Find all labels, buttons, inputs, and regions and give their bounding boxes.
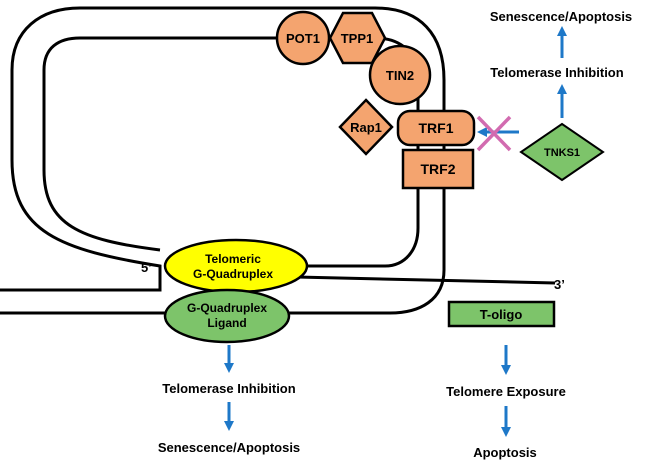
tin2-label: TIN2 <box>386 68 414 83</box>
bottom-inhibition-label: Telomerase Inhibition <box>162 381 295 396</box>
tpp1-protein: TPP1 <box>328 11 387 65</box>
telomere-inner-strand <box>42 36 420 268</box>
telomere-outer-strand <box>0 6 446 315</box>
trf2-label: TRF2 <box>421 161 456 177</box>
inhibition-cross-icon <box>476 115 512 152</box>
pot1-label: POT1 <box>286 31 320 46</box>
t-oligo-box: T-oligo <box>447 300 556 328</box>
trf1-label: TRF1 <box>419 120 454 136</box>
tnks1-label: TNKS1 <box>544 147 580 159</box>
top-inhibition-label: Telomerase Inhibition <box>490 65 623 80</box>
apoptosis-label: Apoptosis <box>473 445 537 460</box>
top-senescence-label: Senescence/Apoptosis <box>490 9 632 24</box>
trf1-protein: TRF1 <box>396 109 476 147</box>
tnks1-protein: TNKS1 <box>519 122 605 182</box>
three-prime-label: 3’ <box>554 277 565 292</box>
ligand-label-line1: G-Quadruplex <box>187 301 267 315</box>
bottom-senescence-label: Senescence/Apoptosis <box>158 440 300 455</box>
pot1-protein: POT1 <box>275 10 331 66</box>
tin2-protein: TIN2 <box>368 44 432 106</box>
rap1-protein: Rap1 <box>338 98 394 156</box>
quadruplex-label-line2: G-Quadruplex <box>193 267 273 281</box>
rap1-label: Rap1 <box>350 120 382 135</box>
g-quadruplex-ligand: G-Quadruplex Ligand <box>163 288 291 344</box>
trf2-protein: TRF2 <box>401 148 475 190</box>
ligand-label-line2: Ligand <box>207 316 246 330</box>
exposure-label: Telomere Exposure <box>446 384 566 399</box>
telomeric-g-quadruplex: Telomeric G-Quadruplex <box>163 238 309 294</box>
t-oligo-label: T-oligo <box>480 307 523 322</box>
quadruplex-label-line1: Telomeric <box>205 252 261 266</box>
tpp1-label: TPP1 <box>341 31 374 46</box>
five-prime-label: 5’ <box>141 260 152 275</box>
